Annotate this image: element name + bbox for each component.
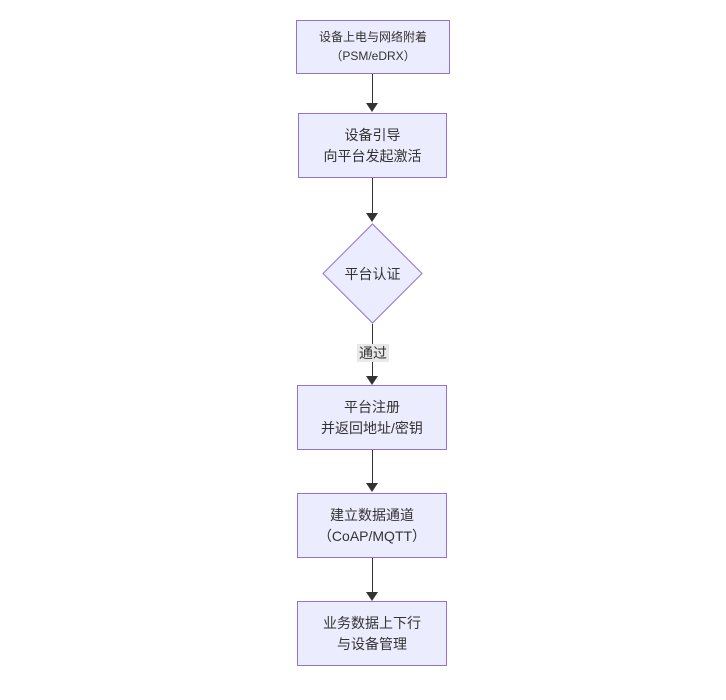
decision-platform-auth-label: 平台认证 [344, 265, 401, 282]
node-business-line2: 与设备管理 [337, 635, 407, 652]
node-data-channel: 建立数据通道 （CoAP/MQTT） [297, 493, 447, 558]
node-bootstrap-line2: 向平台发起激活 [323, 147, 422, 164]
arrow-down-icon [366, 103, 378, 112]
node-power-network-attach: 设备上电与网络附着 （PSM/eDRX） [296, 20, 450, 74]
arrow-down-icon [366, 483, 378, 492]
arrow-down-icon [366, 376, 378, 385]
node-bootstrap-line1: 设备引导 [344, 126, 401, 143]
edge-register-to-channel [372, 450, 373, 483]
node-platform-register: 平台注册 并返回地址/密钥 [297, 385, 447, 450]
node-business-data-mgmt: 业务数据上下行 与设备管理 [297, 601, 447, 666]
node-power-line1: 设备上电与网络附着 [318, 30, 427, 45]
arrow-down-icon [366, 213, 378, 222]
edge-power-to-bootstrap [372, 74, 373, 103]
arrow-down-icon [366, 592, 378, 601]
node-channel-line2: （CoAP/MQTT） [317, 527, 427, 544]
node-channel-line1: 建立数据通道 [330, 506, 414, 523]
node-power-line2: （PSM/eDRX） [330, 49, 416, 63]
edge-bootstrap-to-auth [372, 178, 373, 213]
edge-channel-to-business [372, 558, 373, 592]
node-bootstrap-activate: 设备引导 向平台发起激活 [298, 113, 447, 178]
node-register-line2: 并返回地址/密钥 [321, 419, 423, 436]
decision-platform-auth: 平台认证 [322, 223, 423, 324]
node-business-line1: 业务数据上下行 [323, 614, 421, 631]
edge-label-pass: 通过 [357, 343, 389, 363]
node-register-line1: 平台注册 [344, 398, 400, 415]
